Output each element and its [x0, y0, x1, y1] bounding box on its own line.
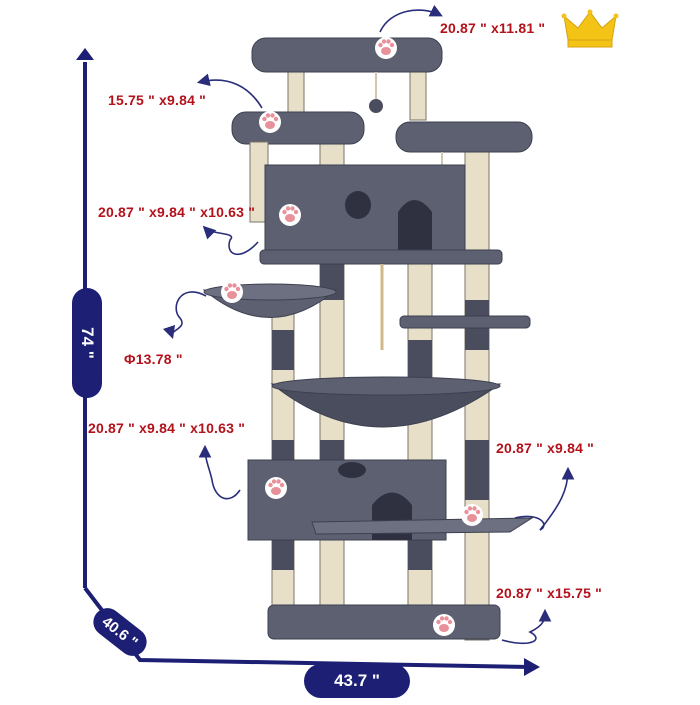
upper-left-perch — [231, 111, 365, 223]
height-dimension-badge: 74 " — [72, 288, 102, 398]
lower-condo-label: 20.87 " x9.84 " x10.63 " — [88, 420, 246, 436]
base-label: 20.87 " x15.75 " — [496, 585, 602, 601]
top-perch-label: 20.87 " x11.81 " — [440, 20, 546, 36]
big-hammock — [270, 376, 502, 428]
basket-label: Φ13.78 " — [124, 351, 183, 367]
lower-right-platform-label: 20.87 " x9.84 " — [496, 440, 595, 456]
posts — [271, 69, 490, 641]
upper-condo-label: 20.87 " x9.84 " x10.63 " — [98, 204, 256, 220]
pointer-arrows — [162, 4, 575, 645]
width-dimension-badge: 43.7 " — [304, 664, 410, 698]
crown-icon — [561, 9, 619, 48]
middle-platform — [399, 315, 531, 329]
upper-left-perch-label: 15.75 " x9.84 " — [108, 92, 207, 108]
base — [267, 604, 501, 640]
